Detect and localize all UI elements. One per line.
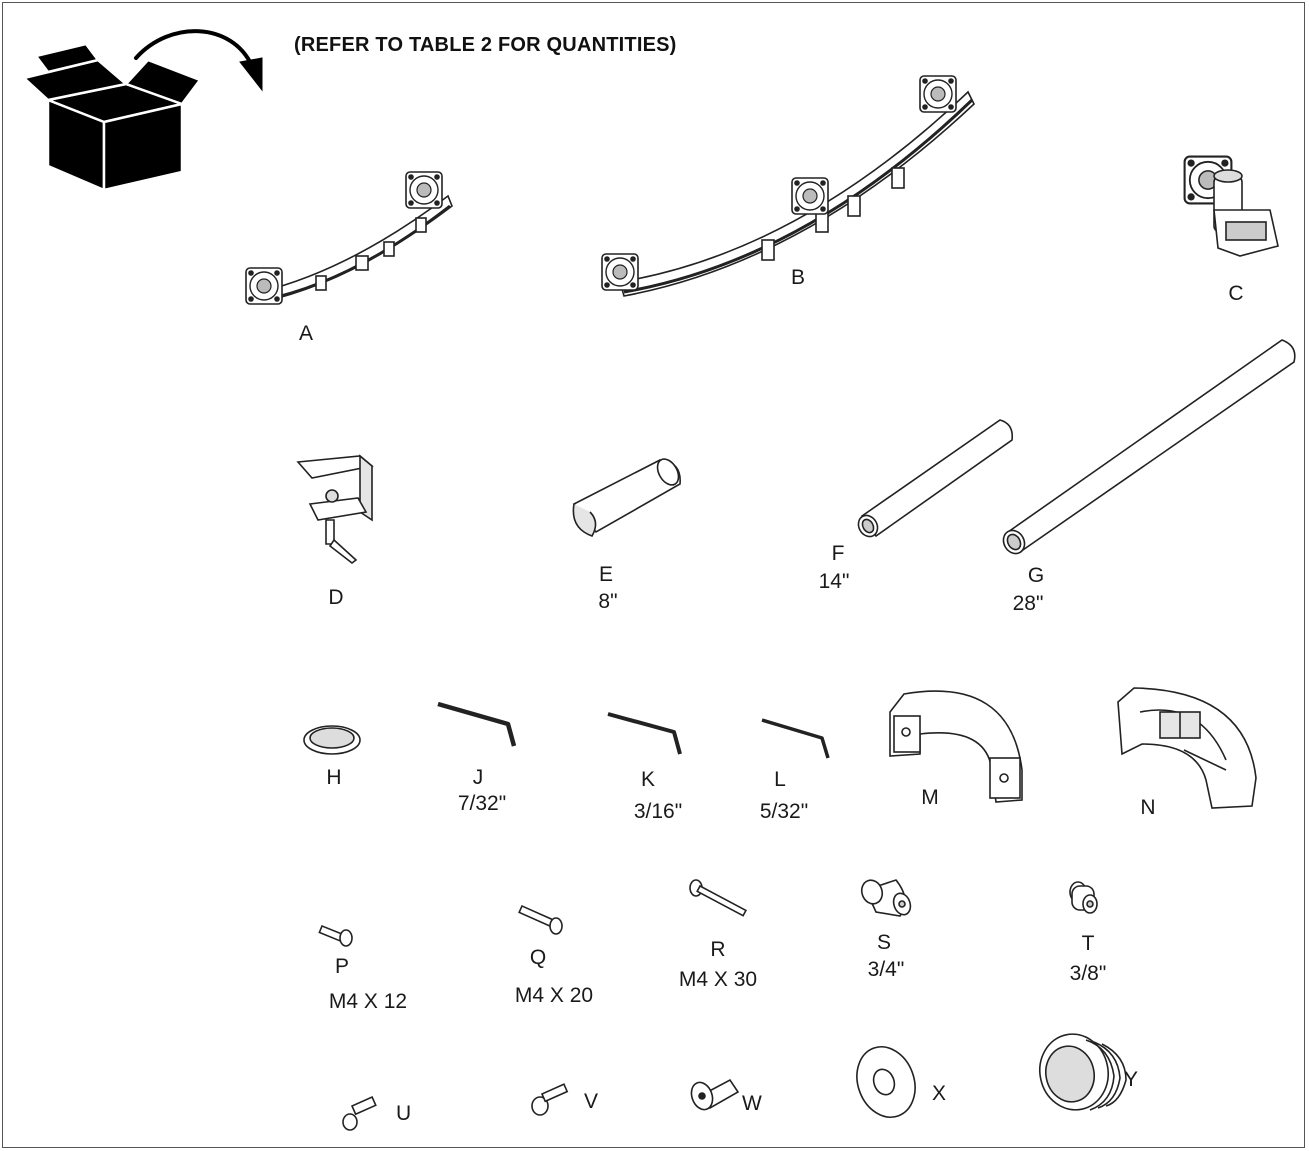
- quantities-note: (REFER TO TABLE 2 FOR QUANTITIES): [294, 34, 677, 56]
- size-part-p: M4 X 12: [328, 990, 408, 1013]
- label-part-h: H: [326, 766, 342, 789]
- part-g-illustration: [1002, 339, 1296, 555]
- label-part-r: R: [710, 938, 726, 961]
- label-part-k: K: [640, 768, 656, 791]
- size-part-j: 7/32": [457, 792, 507, 815]
- label-part-v: V: [584, 1090, 599, 1113]
- size-part-k: 3/16": [633, 800, 683, 823]
- size-part-g: 28": [1012, 592, 1044, 615]
- open-box-icon: [22, 42, 202, 192]
- part-u-illustration: [342, 1095, 377, 1131]
- label-part-x: X: [932, 1082, 947, 1105]
- size-part-q: M4 X 20: [514, 984, 594, 1007]
- size-part-e: 8": [598, 590, 618, 613]
- label-part-j: J: [472, 766, 484, 789]
- label-part-w: W: [742, 1092, 762, 1115]
- label-part-c: C: [1228, 282, 1244, 305]
- label-part-b: B: [790, 266, 806, 289]
- part-r-illustration: [689, 879, 747, 917]
- size-part-r: M4 X 30: [678, 968, 758, 991]
- size-part-t: 3/8": [1069, 962, 1107, 985]
- part-f-illustration: [857, 419, 1014, 538]
- part-x-illustration: [856, 1046, 916, 1118]
- part-k-illustration: [607, 712, 682, 755]
- part-c-illustration: [1183, 155, 1279, 257]
- size-part-l: 5/32": [759, 800, 809, 823]
- label-part-s: S: [876, 931, 892, 954]
- part-t-illustration: [1069, 881, 1098, 914]
- label-part-e: E: [598, 563, 614, 586]
- label-part-q: Q: [529, 946, 547, 969]
- part-q-illustration: [518, 904, 563, 935]
- part-n-illustration: [1117, 687, 1257, 809]
- part-b-illustration: [601, 75, 975, 297]
- size-part-s: 3/4": [867, 958, 905, 981]
- label-part-u: U: [396, 1102, 412, 1125]
- label-part-n: N: [1140, 796, 1156, 819]
- label-part-y: Y: [1124, 1068, 1139, 1091]
- part-w-illustration: [690, 1078, 740, 1111]
- label-part-a: A: [298, 322, 314, 345]
- label-part-l: L: [774, 768, 786, 791]
- label-part-t: T: [1081, 932, 1095, 955]
- label-part-m: M: [921, 786, 939, 809]
- part-l-illustration: [761, 718, 830, 759]
- part-a-illustration: [245, 171, 453, 305]
- size-part-f: 14": [818, 570, 850, 593]
- part-y-illustration: [1039, 1033, 1127, 1111]
- label-part-f: F: [831, 542, 845, 565]
- curved-arrow-icon: [134, 29, 263, 92]
- label-part-p: P: [334, 955, 350, 978]
- part-j-illustration: [437, 701, 517, 747]
- label-part-g: G: [1027, 564, 1045, 587]
- part-h-illustration: [303, 725, 361, 755]
- part-v-illustration: [531, 1083, 569, 1116]
- part-s-illustration: [860, 879, 912, 917]
- label-part-d: D: [328, 586, 344, 609]
- part-e-illustration: [572, 458, 681, 537]
- part-m-illustration: [889, 690, 1023, 803]
- part-d-illustration: [296, 454, 374, 565]
- part-p-illustration: [318, 924, 353, 947]
